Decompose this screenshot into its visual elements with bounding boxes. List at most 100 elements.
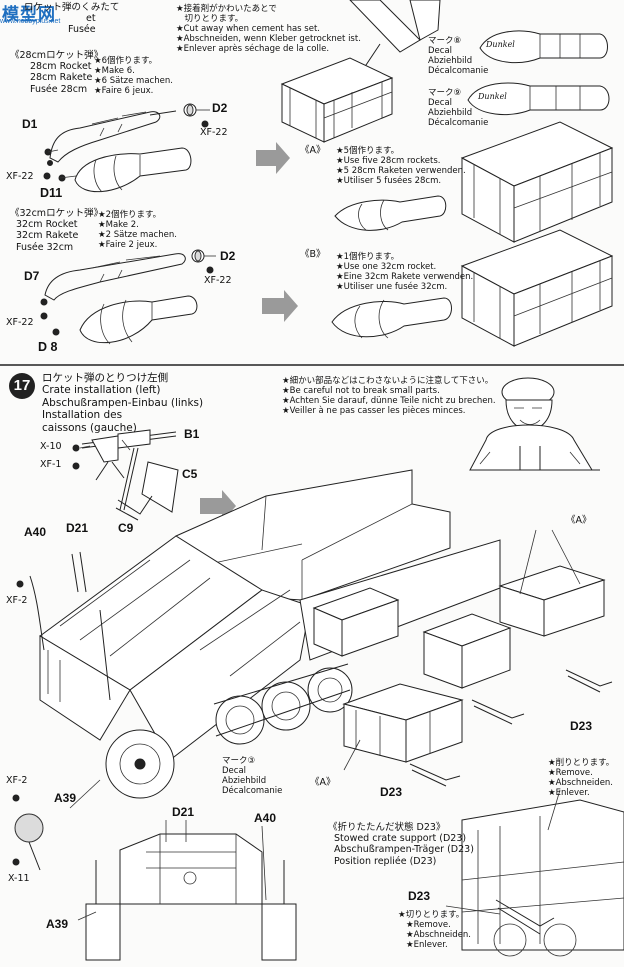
part-d11: D11 bbox=[40, 186, 63, 200]
decal-9-label: マーク⑨ Decal Abziehbild Décalcomanie bbox=[428, 88, 488, 128]
variant-b-head: 《B》 bbox=[300, 249, 326, 260]
variant-b-jp: ★1個作ります。 bbox=[336, 252, 400, 262]
crate-b bbox=[331, 229, 614, 347]
variant-a-jp: ★5個作ります。 bbox=[336, 146, 400, 156]
part-d7: D7 bbox=[24, 269, 40, 283]
decal-rockets bbox=[467, 30, 610, 116]
decal-8-label: マーク⑧ Decal Abziehbild Décalcomanie bbox=[428, 36, 488, 76]
decal-8-fr: Décalcomanie bbox=[428, 66, 489, 77]
paint-xf22-c: XF-22 bbox=[204, 275, 232, 286]
decal-9-fr: Décalcomanie bbox=[428, 118, 489, 129]
part-d21-a: D21 bbox=[66, 521, 89, 535]
part-d1: D1 bbox=[22, 117, 38, 131]
rocket-32-assembly bbox=[40, 249, 216, 345]
decal-8-en: Decal bbox=[428, 46, 453, 57]
decal-9-jp: マーク⑨ bbox=[428, 88, 462, 98]
make-2-jp: ★2個作ります。 bbox=[98, 210, 162, 220]
rear-view-vehicle bbox=[77, 820, 297, 961]
rocket-28-assembly bbox=[43, 103, 210, 193]
part-d23-b: D23 bbox=[380, 785, 403, 799]
rocket-32-de: 32cm Rakete bbox=[16, 230, 79, 242]
paint-xf2-b: XF-2 bbox=[6, 775, 28, 786]
variant-a-head: 《A》 bbox=[300, 145, 326, 156]
assembly-title: ロケット弾のくみたて et Fusée bbox=[24, 2, 119, 36]
step-17-title-en: Crate installation (left) bbox=[42, 384, 161, 397]
decal-9-de: Abziehbild bbox=[428, 108, 473, 119]
watermark-text: 模型网 bbox=[2, 5, 56, 24]
cut-note-jp-2: 切りとります。 bbox=[176, 14, 244, 25]
make-2-fr: ★Faire 2 jeux. bbox=[98, 240, 158, 251]
part-a39-b: A39 bbox=[46, 917, 69, 931]
rocket-32-en: 32cm Rocket bbox=[16, 219, 78, 231]
variant-b-note: ★1個作ります。 ★Use one 32cm rocket. ★Eine 32c… bbox=[336, 252, 473, 292]
decal-3-de: Abziehbild bbox=[222, 776, 267, 787]
part-b1: B1 bbox=[184, 427, 200, 441]
rocket-28-en: 28cm Rocket bbox=[30, 61, 92, 73]
remove-note-right: ★削りとります。 ★Remove. ★Abschneiden. ★Enlever… bbox=[548, 758, 614, 798]
variant-b-en: ★Use one 32cm rocket. bbox=[336, 262, 437, 273]
make-6-fr: ★Faire 6 jeux. bbox=[94, 86, 154, 97]
remove-right-de: ★Abschneiden. bbox=[548, 778, 614, 789]
make-2-de: ★2 Sätze machen. bbox=[98, 230, 177, 241]
title-de: et bbox=[86, 13, 96, 25]
decal-9-en: Decal bbox=[428, 98, 453, 109]
part-a40-b: A40 bbox=[254, 811, 277, 825]
part-c5: C5 bbox=[182, 467, 198, 481]
variant-b-de: ★Eine 32cm Rakete verwenden. bbox=[336, 272, 474, 283]
stowed-de: Abschußrampen-Träger (D23) bbox=[334, 844, 474, 856]
watermark-url: www.hobbyplus.net bbox=[0, 18, 61, 25]
rocket-stencil-8: Dunkel bbox=[486, 40, 515, 49]
cut-note-fr: ★Enlever après séchage de la colle. bbox=[176, 44, 330, 55]
rocket-stencil-9: Dunkel bbox=[478, 92, 507, 101]
rocket-28-fr: Fusée 28cm bbox=[30, 83, 88, 95]
make-6-jp: ★6個作ります。 bbox=[94, 56, 158, 66]
caution-en: ★Be careful not to break small parts. bbox=[282, 386, 440, 397]
rocket-32-note: ★2個作ります。 ★Make 2. ★2 Sätze machen. ★Fair… bbox=[98, 210, 177, 250]
decal-3-en: Decal bbox=[222, 766, 247, 777]
paint-x10: X-10 bbox=[40, 441, 62, 452]
step-17-title-fr-2: caissons (gauche) bbox=[42, 421, 137, 434]
crate-label-a-2: 《A》 bbox=[310, 777, 336, 788]
make-2-en: ★Make 2. bbox=[98, 220, 139, 231]
paint-xf2-a: XF-2 bbox=[6, 595, 28, 606]
paint-xf22-d: XF-22 bbox=[6, 317, 34, 328]
make-6-en: ★Make 6. bbox=[94, 66, 135, 77]
rocket-32-heading: 《32cmロケット弾》 32cm Rocket 32cm Rakete Fusé… bbox=[10, 208, 103, 253]
remove-right-fr: ★Enlever. bbox=[548, 788, 590, 799]
paint-xf22-a: XF-22 bbox=[200, 127, 228, 138]
part-d2-a: D2 bbox=[212, 101, 228, 115]
stowed-en: Stowed crate support (D23) bbox=[334, 833, 467, 845]
decal-3-label: マーク③ Decal Abziehbild Décalcomanie bbox=[222, 756, 282, 796]
part-d2-b: D2 bbox=[220, 249, 236, 263]
part-d23-a: D23 bbox=[570, 719, 593, 733]
part-d8: D 8 bbox=[38, 340, 58, 354]
part-a39-a: A39 bbox=[54, 791, 77, 805]
caution-fr: ★Veiller à ne pas casser les pièces minc… bbox=[282, 406, 466, 417]
remove-d23-de: ★Abschneiden. bbox=[406, 930, 472, 941]
decal-3-fr: Décalcomanie bbox=[222, 786, 283, 797]
decal-3-jp: マーク③ bbox=[222, 756, 256, 766]
rocket-28-note: ★6個作ります。 ★Make 6. ★6 Sätze machen. ★Fair… bbox=[94, 56, 173, 96]
rocket-28-head-jp: 《28cmロケット弾》 bbox=[10, 50, 104, 61]
paint-xf22-b: XF-22 bbox=[6, 171, 34, 182]
decal-8-jp: マーク⑧ bbox=[428, 36, 462, 46]
remove-right-en: ★Remove. bbox=[548, 768, 593, 779]
stowed-support-text: 《折りたたんだ状態 D23》 Stowed crate support (D23… bbox=[328, 822, 474, 867]
paint-xf1: XF-1 bbox=[40, 459, 62, 470]
decal-8-de: Abziehbild bbox=[428, 56, 473, 67]
make-6-de: ★6 Sätze machen. bbox=[94, 76, 173, 87]
part-d23-c: D23 bbox=[408, 889, 431, 903]
part-a40-a: A40 bbox=[24, 525, 47, 539]
caution-jp: ★細かい部品などはこわさないように注意して下さい。 bbox=[282, 376, 494, 386]
paint-x11: X-11 bbox=[8, 873, 30, 884]
variant-b-fr: ★Utiliser une fusée 32cm. bbox=[336, 282, 448, 293]
crate-label-a-1: 《A》 bbox=[566, 515, 592, 526]
step-17-title-fr-1: Installation des bbox=[42, 409, 123, 422]
part-d21-b: D21 bbox=[172, 805, 195, 819]
title-jp: ロケット弾のくみたて bbox=[24, 2, 120, 13]
variant-a-fr: ★Utiliser 5 fusées 28cm. bbox=[336, 176, 442, 187]
step-number-badge: 17 bbox=[9, 373, 35, 399]
stowed-fr: Position repliée (D23) bbox=[334, 855, 437, 867]
step-17-title: ロケット弾のとりつけ左側 Crate installation (left) A… bbox=[42, 372, 203, 434]
